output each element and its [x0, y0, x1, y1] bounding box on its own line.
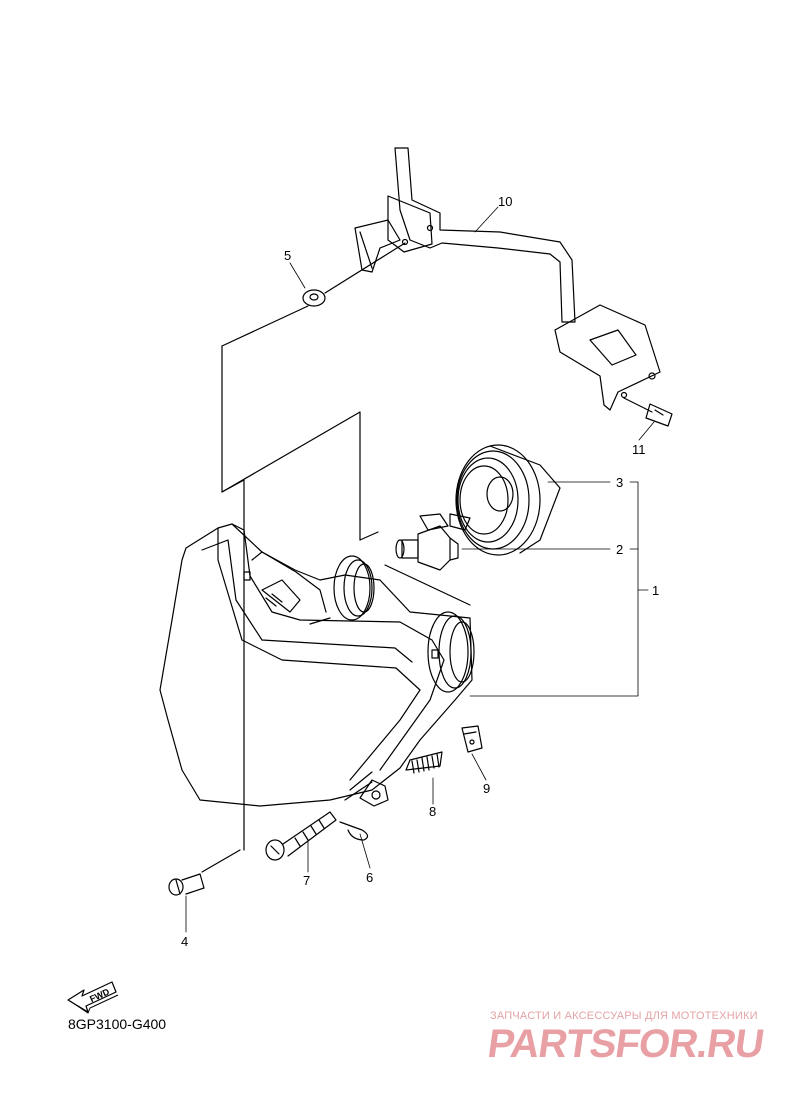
bolt-part-11: [623, 397, 673, 427]
headlight-housing-part-1: [159, 523, 475, 807]
callout-8: 8: [429, 804, 436, 819]
fwd-arrow-icon: FWD: [67, 981, 119, 1014]
callout-3: 3: [616, 475, 623, 490]
watermark-tagline: ЗАПЧАСТИ И АКСЕССУАРЫ ДЛЯ МОТОТЕХНИКИ: [490, 1010, 758, 1022]
callout-5: 5: [284, 248, 291, 263]
reflector-ring-part-3: [455, 444, 561, 556]
callout-11: 11: [632, 442, 646, 457]
callout-7: 7: [303, 873, 310, 888]
callout-2: 2: [616, 542, 623, 557]
spring-part-8: [405, 751, 443, 774]
callout-labels: 1 2 3 4 5 6 7 8 9 10 11: [181, 194, 659, 949]
diagram-code: 8GP3100-G400: [68, 1016, 167, 1032]
grommet-part-5: [302, 242, 406, 307]
cotter-pin-part-6: [339, 821, 369, 841]
callout-6: 6: [366, 870, 373, 885]
clip-nut-part-9: [461, 725, 483, 753]
mounting-guide-frame: [221, 305, 471, 851]
callout-4: 4: [181, 934, 188, 949]
leader-lines: [185, 206, 655, 933]
watermark-logo: PARTSFOR.RU: [484, 1022, 767, 1066]
headlight-bulb-part-2: [395, 513, 471, 571]
screw-part-4: [168, 849, 241, 896]
callout-1: 1: [652, 583, 659, 598]
callout-10: 10: [498, 194, 512, 209]
adjusting-screw-part-7: [265, 811, 337, 861]
callout-9: 9: [483, 781, 490, 796]
headlight-stay-bracket: [354, 147, 661, 411]
